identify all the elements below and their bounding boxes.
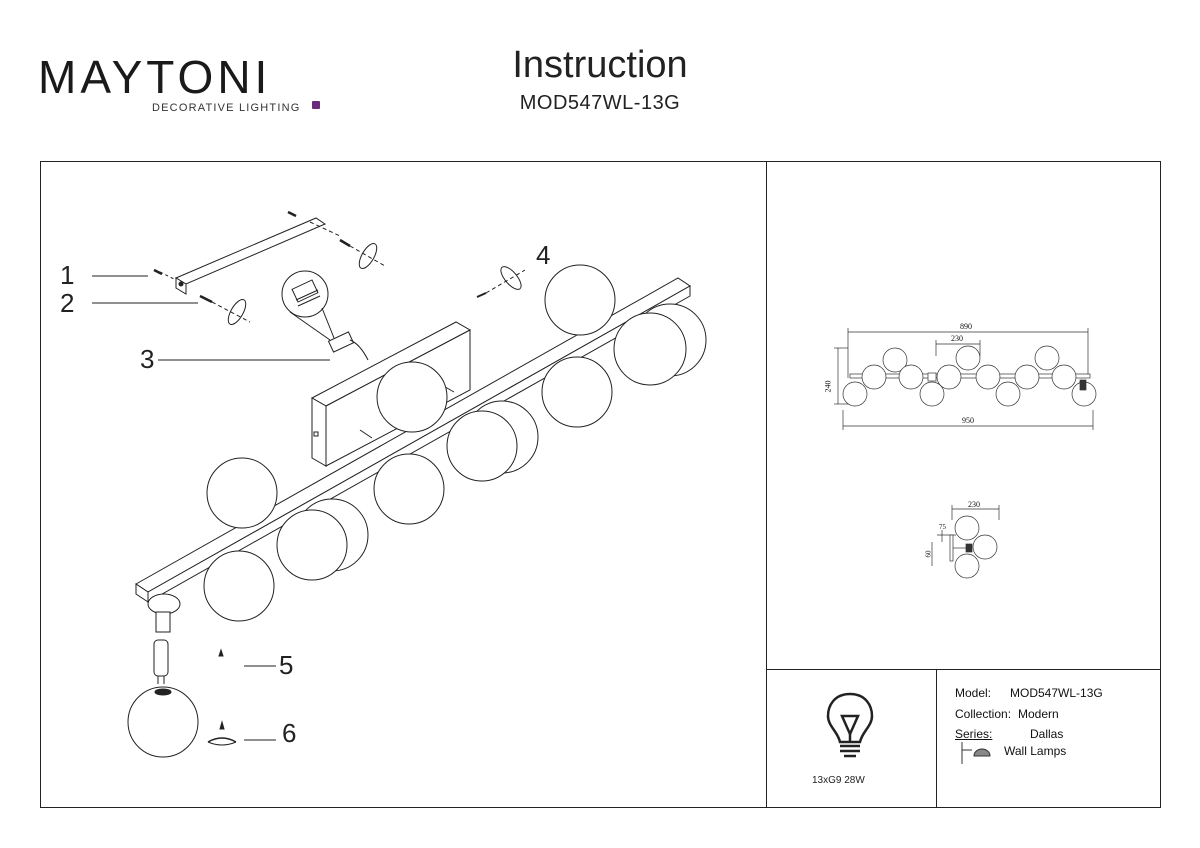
dim-total-width: 950 <box>962 416 974 425</box>
g9-bulb <box>153 639 169 684</box>
parts-5-6 <box>207 648 237 746</box>
type-value: Wall Lamps <box>1004 744 1067 758</box>
frame-divider-horizontal <box>766 669 1160 670</box>
globes <box>203 264 707 622</box>
model-value: MOD547WL-13G <box>1010 686 1103 700</box>
drawing-frame <box>40 161 1161 808</box>
collection-label: Collection: <box>955 707 1012 721</box>
dim-height: 240 <box>823 380 833 393</box>
callout-5: 5 <box>279 650 294 680</box>
brand-logo: MAYTONI DECORATIVE LIGHTING <box>38 51 320 122</box>
dim-side-depth: 60 <box>924 550 933 558</box>
screw-1 <box>153 210 297 281</box>
side-view <box>931 505 1000 579</box>
dimension-drawings <box>834 328 1097 579</box>
screw-4 <box>476 266 526 298</box>
callout-1: 1 <box>60 260 75 290</box>
series-value: Dallas <box>1030 727 1064 741</box>
callout-4: 4 <box>536 240 551 270</box>
front-view <box>834 328 1097 430</box>
frame-divider-vertical <box>766 161 767 807</box>
brand-name: MAYTONI <box>38 51 272 103</box>
lamp-holder <box>147 593 181 633</box>
wiring-detail <box>281 270 335 341</box>
mounting-bracket <box>174 217 327 295</box>
dowel-2 <box>199 221 386 325</box>
model-label: Model: <box>955 686 992 700</box>
dim-side-width: 230 <box>968 500 980 509</box>
bulb-spec: 13xG9 28W <box>812 775 865 786</box>
assembly-drawing <box>92 210 707 758</box>
arm-bar <box>135 277 691 603</box>
light-bulb-icon <box>826 692 874 758</box>
dim-side-offset: 75 <box>939 523 946 531</box>
glass-globe <box>127 686 199 758</box>
info-divider <box>936 669 937 807</box>
leader-lines <box>92 275 330 741</box>
callout-3: 3 <box>140 344 155 374</box>
wall-lamp-icon <box>961 742 991 764</box>
dim-front-width: 890 <box>960 322 972 331</box>
page-model: MOD547WL-13G <box>519 92 681 114</box>
brand-accent-dot <box>312 101 320 109</box>
dim-spacing: 230 <box>951 334 963 343</box>
page-title: Instruction <box>512 44 688 86</box>
series-label: Series: <box>955 727 993 741</box>
callout-2: 2 <box>60 288 75 318</box>
brand-tagline: DECORATIVE LIGHTING <box>152 102 301 114</box>
callout-6: 6 <box>282 718 297 748</box>
terminal-block <box>327 331 369 361</box>
collection-value: Modern <box>1018 707 1059 721</box>
